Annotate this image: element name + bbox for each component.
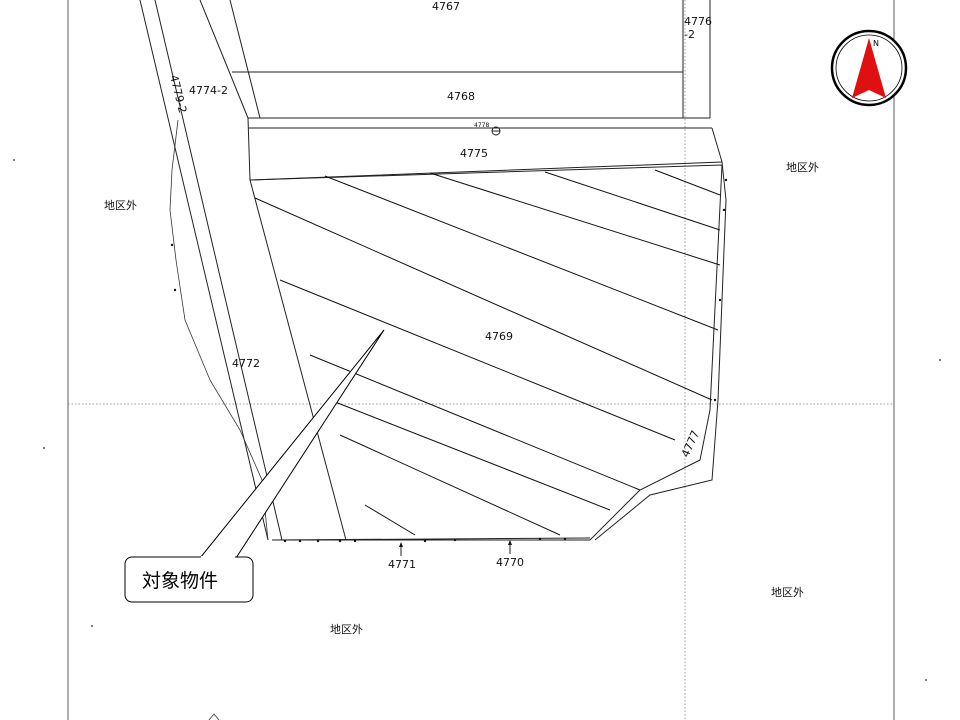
boundary-marks bbox=[170, 178, 728, 543]
parcel-label-4776-2: 4776 -2 bbox=[684, 15, 716, 41]
parcel-4772-boundary bbox=[169, 119, 269, 541]
callout-label: 対象物件 bbox=[142, 570, 218, 592]
parcel-label-4770: 4770 bbox=[496, 556, 524, 569]
parcel-label-4777: 4777 bbox=[679, 428, 702, 459]
outside-label-left: 地区外 bbox=[104, 199, 137, 212]
parcel-label-4779-2: 4779-2 bbox=[167, 74, 189, 115]
bottom-mark bbox=[208, 713, 220, 720]
parcel-label-4771: 4771 bbox=[388, 558, 416, 571]
parcel-label-4768: 4768 bbox=[447, 90, 475, 103]
parcel-label-4775: 4775 bbox=[460, 147, 488, 160]
stray-marks bbox=[13, 159, 941, 681]
north-letter: N bbox=[873, 39, 879, 48]
outside-label-bottom: 地区外 bbox=[330, 623, 363, 636]
parcel-pointers bbox=[399, 540, 512, 556]
bottom-boundary bbox=[271, 537, 591, 541]
parcel-label-4778: 4778 bbox=[474, 122, 489, 129]
outside-label-right-top: 地区外 bbox=[786, 161, 819, 174]
target-parcel-hatching bbox=[254, 169, 721, 536]
road-strip bbox=[139, 0, 347, 541]
parcel-label-4767: 4767 bbox=[432, 0, 460, 13]
parcel-label-4772: 4772 bbox=[232, 357, 260, 370]
north-arrow-icon: N bbox=[830, 29, 908, 107]
parcel-4769-boundary bbox=[249, 164, 723, 541]
parcel-4777-boundary bbox=[594, 161, 727, 541]
parcel-label-4774-2: 4774-2 bbox=[189, 84, 228, 97]
parcel-label-4769: 4769 bbox=[485, 330, 513, 343]
target-callout: 対象物件 bbox=[124, 329, 385, 603]
top-parcels bbox=[232, 0, 723, 181]
outside-label-right-bottom: 地区外 bbox=[771, 586, 804, 599]
